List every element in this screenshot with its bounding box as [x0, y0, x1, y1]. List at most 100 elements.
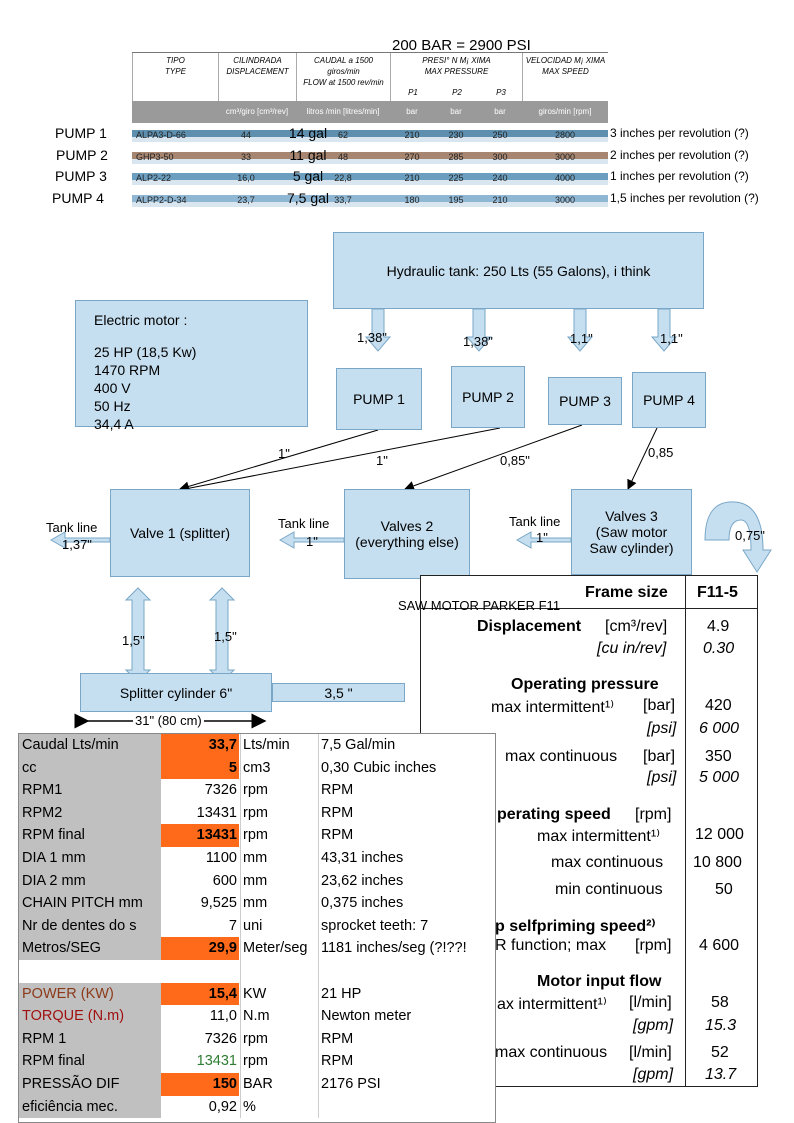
pump4-to-valve3-line — [627, 427, 658, 490]
catalog-cell-gal: 7,5 gal — [286, 190, 330, 206]
sheet-cell-label: Metros/SEG — [19, 937, 161, 960]
catalog-note: 2 inches per revolution (?) — [610, 148, 749, 162]
pressure-line-size-3: 0,85" — [500, 453, 530, 468]
tank-line-arrow-3 — [515, 531, 572, 549]
tank-line-arrow-2 — [278, 531, 345, 549]
tank-line-size-3: 1" — [536, 530, 548, 545]
suction-arrow-4 — [650, 308, 678, 352]
flow-int-value: 58 — [711, 994, 729, 1011]
selfpriming-label: p selfpriming speed²⁾ — [495, 918, 656, 935]
pump-4-box: PUMP 4 — [632, 372, 706, 428]
sheet-cell-note: 0,30 Cubic inches — [318, 756, 495, 780]
suction-size-4: 1,1" — [660, 331, 683, 346]
sheet-cell-note: 2176 PSI — [318, 1073, 495, 1096]
max-int-label: max intermittent¹⁾ — [491, 699, 615, 716]
sheet-cell-label: DIA 1 mm — [19, 847, 161, 870]
displacement-unit-in: [cu in/rev] — [597, 640, 667, 657]
tank-line-label-1: Tank line — [46, 520, 98, 535]
bar-unit: [bar] — [643, 697, 676, 714]
pressure-line-size-1: 1" — [278, 446, 290, 461]
saw-line-size: 0,75" — [735, 528, 765, 543]
sheet-cell-note: 23,62 inches — [318, 869, 495, 893]
sheet-cell-unit: N.m — [240, 1005, 317, 1028]
catalog-cell-speed: 3000 — [554, 195, 576, 205]
sheet-cell-value: 7 — [161, 914, 239, 938]
max-int-bar: 420 — [705, 697, 732, 714]
speed-min-label: min continuous — [555, 881, 663, 898]
pump1-to-valve1-line — [179, 429, 379, 492]
pressure-line-size-4: 0,85 — [648, 445, 674, 460]
catalog-cell-type: GHP3-50 — [136, 152, 174, 162]
max-int-psi: 6 000 — [699, 720, 740, 737]
sheet-cell-unit: BAR — [240, 1073, 317, 1096]
sheet-cell-label: TORQUE (N.m) — [19, 1005, 161, 1028]
catalog-cell-p1: 180 — [404, 195, 420, 205]
sheet-cell-unit: Lts/min — [240, 734, 317, 757]
rfunction-unit: [rpm] — [635, 937, 672, 954]
sheet-cell-unit: mm — [240, 847, 317, 870]
catalog-cell-gal: 5 gal — [292, 168, 324, 184]
sheet-cell-value: 29,9 — [161, 937, 239, 960]
sheet-cell-value: 0,92 — [161, 1095, 239, 1119]
lmin-unit: [l/min] — [629, 994, 672, 1011]
max-cont-psi: 5 000 — [699, 769, 740, 786]
suction-arrow-1 — [364, 308, 392, 352]
sheet-cell-value: 150 — [161, 1073, 239, 1096]
max-cont-bar: 350 — [705, 748, 732, 765]
catalog-cell-p2: 195 — [448, 195, 464, 205]
flow-cont-gpm: 13.7 — [705, 1066, 737, 1083]
catalog-pump-label: PUMP 2 — [56, 147, 108, 163]
pump-1-box: PUMP 1 — [336, 368, 422, 430]
sheet-cell-value: 7326 — [161, 1027, 239, 1051]
sheet-cell-note: 43,31 inches — [318, 847, 495, 870]
catalog-note: 1,5 inches per revolution (?) — [610, 191, 759, 205]
sheet-cell-note: 0,375 inches — [318, 892, 495, 915]
frame-value: F11-5 — [697, 584, 738, 601]
saw-motor-title: SAW MOTOR PARKER F11 — [398, 598, 561, 613]
catalog-cell-flow: 62 — [337, 130, 348, 140]
cyl-line-arrow-2 — [208, 587, 236, 683]
sheet-cell-unit: mm — [240, 869, 317, 893]
sheet-cell-unit: KW — [240, 982, 317, 1006]
catalog-cell-disp: 33 — [240, 152, 251, 162]
speed-int-value: 12 000 — [695, 826, 744, 843]
catalog-cell-type: ALP2-22 — [136, 173, 172, 183]
gpm-unit: [gpm] — [633, 1017, 674, 1034]
catalog-cell-gal: 11 gal — [289, 147, 327, 163]
sheet-cell-note: sprocket teeth: 7 — [318, 914, 495, 938]
speed-cont-label: max continuous — [551, 854, 664, 871]
sheet-cell-note: Newton meter — [318, 1005, 495, 1028]
valve-2-box: Valves 2(everything else) — [344, 489, 470, 579]
catalog-cell-p1: 270 — [404, 152, 420, 162]
displacement-unit: [cm³/rev] — [605, 618, 668, 635]
displacement-value-in: 0.30 — [703, 640, 735, 657]
sheet-cell-note: 7,5 Gal/min — [318, 734, 495, 757]
tank-line-label-2: Tank line — [278, 516, 330, 531]
pump3-to-valve2-line — [404, 424, 583, 491]
suction-size-3: 1,1" — [570, 331, 593, 346]
catalog-cell-gal: 14 gal — [288, 125, 328, 141]
displacement-value: 4.9 — [707, 618, 730, 635]
sheet-cell-label: Nr de dentes do s — [19, 914, 161, 938]
sheet-cell-unit: Meter/seg — [240, 937, 317, 960]
sheet-cell-value: 15,4 — [161, 982, 239, 1006]
tank-line-label-3: Tank line — [509, 514, 561, 529]
sheet-cell-value: 1100 — [161, 847, 239, 870]
pump-3-box: PUMP 3 — [548, 377, 622, 425]
pump2-to-valve1-line — [184, 427, 501, 490]
sheet-cell-value: 13431 — [161, 801, 239, 825]
sheet-cell-label: CHAIN PITCH mm — [19, 892, 161, 915]
